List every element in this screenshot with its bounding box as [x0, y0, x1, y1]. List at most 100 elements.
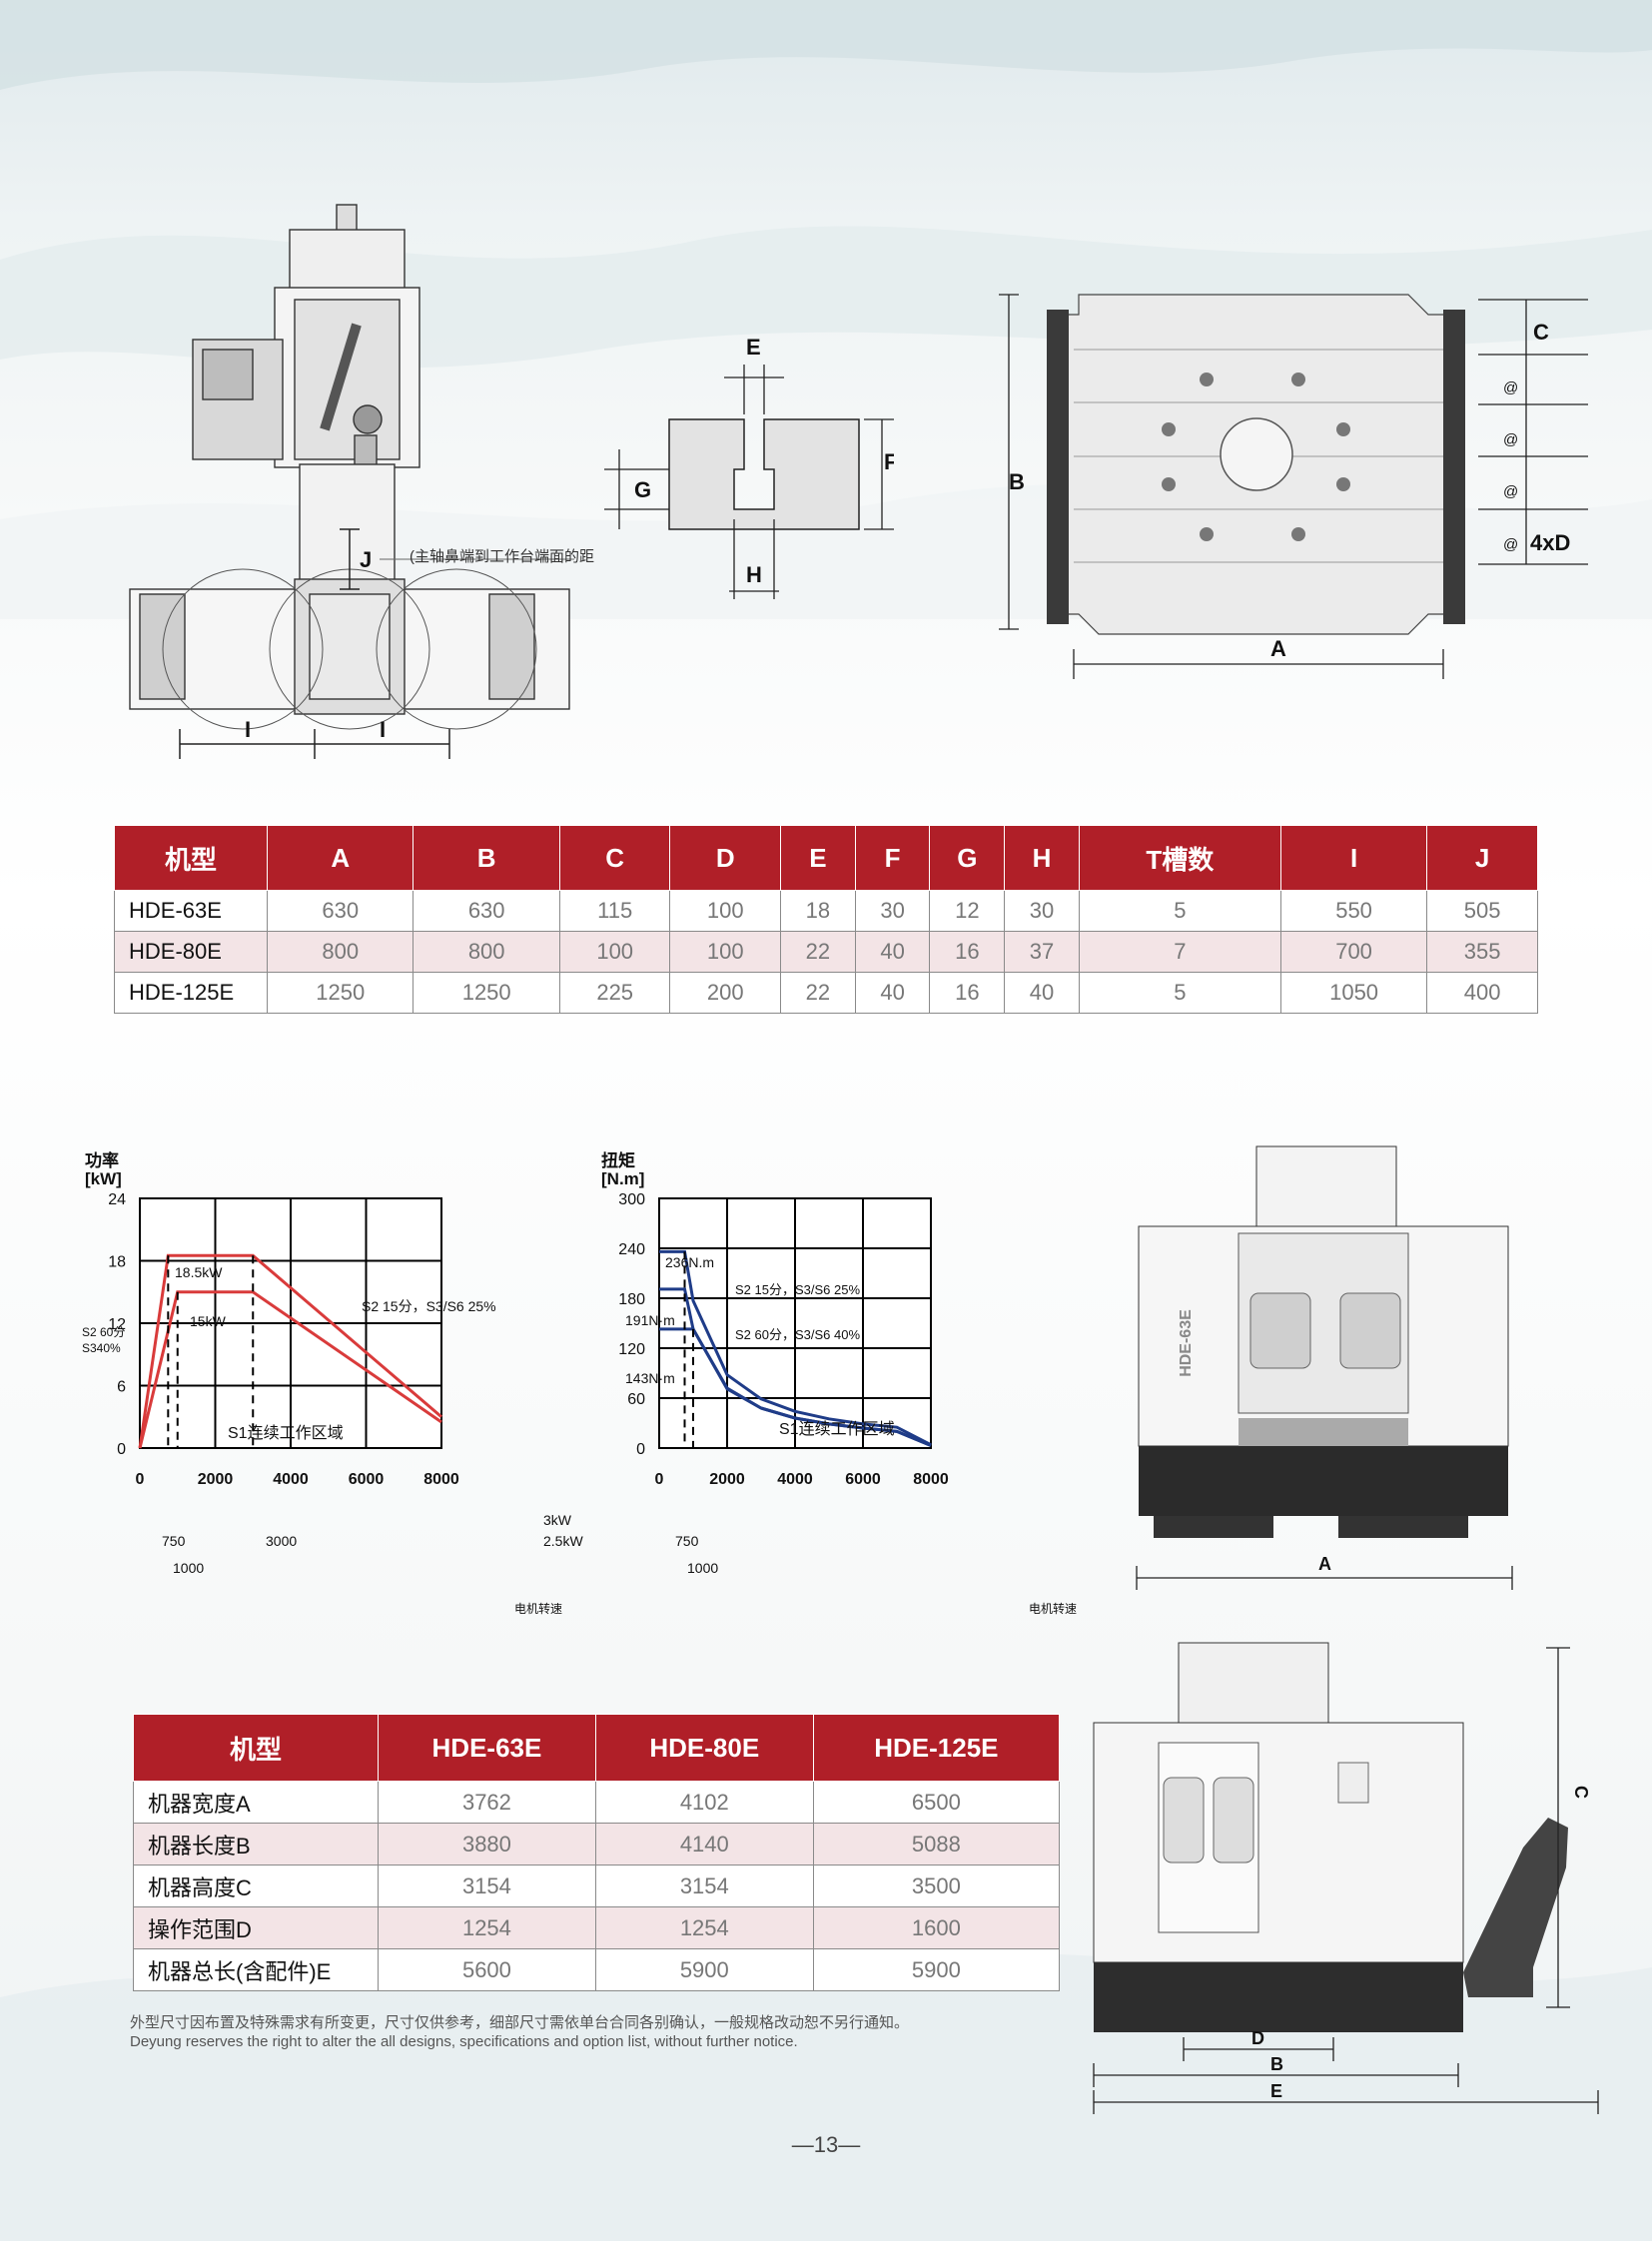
dim-label-e: E: [746, 335, 761, 360]
table-row: 机器高度C 3154 3154 3500: [133, 1865, 1061, 1907]
power-annot-top: 18.5kW: [175, 1264, 223, 1280]
dim-name-cell: 机器宽度A: [133, 1781, 379, 1824]
table-cell: 4102: [594, 1781, 814, 1824]
y-tick-label: 18: [108, 1254, 126, 1271]
y-tick-label: 300: [618, 1191, 645, 1208]
table-cell: 6500: [812, 1781, 1061, 1824]
dim-label-f: F: [884, 449, 894, 474]
dim-label-j: J: [360, 547, 372, 572]
table-cell: 1050: [1279, 972, 1428, 1014]
table-cell: 3880: [378, 1823, 596, 1866]
spec-header-cell: J: [1426, 825, 1538, 891]
power-annot-x1000: 1000: [173, 1560, 204, 1576]
table-cell: 5900: [812, 1948, 1061, 1991]
spec-header-cell: B: [413, 825, 560, 891]
dim-name-cell: 操作范围D: [133, 1906, 379, 1949]
dim-label-i-2: I: [380, 717, 386, 742]
model-cell: HDE-63E: [114, 890, 268, 932]
table-row: 操作范围D 1254 1254 1600: [133, 1906, 1061, 1949]
y-tick-label: 6: [117, 1379, 126, 1396]
x-tick-label: 2000: [198, 1471, 234, 1488]
table-cell: 16: [929, 972, 1006, 1014]
table-row: HDE-63E 630 630 115 100 18 30 12 30 5 55…: [114, 890, 1538, 932]
x-tick-label: 8000: [913, 1471, 949, 1488]
torque-annot-s1: S1连续工作区域: [779, 1420, 895, 1438]
table-cell: 3500: [812, 1865, 1061, 1907]
side-dim-b: B: [1270, 2054, 1283, 2074]
worktable-plan-diagram: B A C @ @ @ @ 4xD: [999, 294, 1588, 679]
x-tick-label: 2000: [709, 1471, 745, 1488]
model-cell: HDE-125E: [114, 972, 268, 1014]
torque-annot-x1000: 1000: [687, 1560, 718, 1576]
y-tick-label: 0: [636, 1441, 645, 1458]
table-cell: 225: [558, 972, 671, 1014]
x-tick-label: 6000: [349, 1471, 385, 1488]
spec-header-row: 机型 A B C D E F G H T槽数 I J: [114, 825, 1538, 891]
spec-header-cell: F: [854, 825, 931, 891]
table-cell: 5: [1078, 972, 1281, 1014]
table-cell: 5: [1078, 890, 1281, 932]
y-tick-label: 60: [627, 1391, 645, 1408]
y-tick-label: 240: [618, 1241, 645, 1258]
series-line-1: [138, 1253, 442, 1449]
dim-label-c: C: [1533, 320, 1549, 345]
table-cell: 5600: [378, 1948, 596, 1991]
x-tick-label: 0: [136, 1471, 145, 1488]
spec-header-cell: 机型: [114, 825, 268, 891]
front-view-model-label: HDE-63E: [1178, 1309, 1195, 1377]
dim-label-i-1: I: [245, 717, 251, 742]
dims-header-cell: 机型: [133, 1714, 379, 1782]
table-cell: 100: [669, 890, 782, 932]
power-annot-s1: S1连续工作区域: [228, 1424, 344, 1442]
dim-label-a: A: [1270, 636, 1286, 661]
table-cell: 630: [413, 890, 560, 932]
power-annot-s2b-2: S340%: [82, 1341, 121, 1355]
torque-annot-191: 191N·m: [625, 1312, 675, 1328]
torque-annot-236: 236N.m: [665, 1254, 714, 1270]
table-cell: 100: [669, 931, 782, 973]
dim-label-at-3: @: [1503, 483, 1518, 500]
table-cell: 12: [929, 890, 1006, 932]
x-tick-label: 6000: [845, 1471, 881, 1488]
dimensions-table: 机型 HDE-63E HDE-80E HDE-125E 机器宽度A 3762 4…: [133, 1714, 1061, 1991]
torque-xlabel: 电机转速: [1029, 1601, 1077, 1616]
spec-header-cell: C: [558, 825, 671, 891]
y-tick-label: 120: [618, 1341, 645, 1358]
spec-header-cell: G: [929, 825, 1006, 891]
power-annot-mid: 15kW: [190, 1313, 227, 1329]
dim-label-at-4: @: [1503, 536, 1518, 553]
table-cell: 3762: [378, 1781, 596, 1824]
dims-header-row: 机型 HDE-63E HDE-80E HDE-125E: [133, 1714, 1061, 1782]
table-row: 机器宽度A 3762 4102 6500: [133, 1781, 1061, 1824]
t-slot-diagram: E F G H: [604, 335, 894, 599]
spec-table: 机型 A B C D E F G H T槽数 I J HDE-63E 630 6…: [114, 825, 1538, 1014]
y-tick-label: 180: [618, 1291, 645, 1308]
model-cell: HDE-80E: [114, 931, 268, 973]
spec-header-cell: I: [1279, 825, 1428, 891]
y-tick-label: 12: [108, 1316, 126, 1333]
dim-label-g: G: [634, 477, 651, 502]
dims-header-cell: HDE-80E: [594, 1714, 814, 1782]
x-tick-label: 8000: [423, 1471, 459, 1488]
table-row: HDE-125E 1250 1250 225 200 22 40 16 40 5…: [114, 972, 1538, 1014]
table-cell: 16: [929, 931, 1006, 973]
table-cell: 4140: [594, 1823, 814, 1866]
table-cell: 1600: [812, 1906, 1061, 1949]
table-cell: 355: [1426, 931, 1538, 973]
note-english: Deyung reserves the right to alter the a…: [130, 2033, 798, 2050]
table-cell: 30: [1004, 890, 1080, 932]
x-tick-label: 4000: [777, 1471, 813, 1488]
page-number: —13—: [791, 2132, 861, 2157]
x-tick-label: 0: [655, 1471, 664, 1488]
dim-label-at-2: @: [1503, 431, 1518, 448]
table-cell: 22: [780, 931, 856, 973]
spec-header-cell: E: [780, 825, 856, 891]
spec-header-cell: H: [1004, 825, 1080, 891]
table-cell: 1254: [594, 1906, 814, 1949]
table-cell: 505: [1426, 890, 1538, 932]
table-cell: 200: [669, 972, 782, 1014]
series-line-1: [659, 1249, 932, 1447]
machine-plan-diagram: J (主轴鼻端到工作台端面的距离) I I: [129, 204, 594, 759]
side-dim-e: E: [1270, 2081, 1282, 2101]
